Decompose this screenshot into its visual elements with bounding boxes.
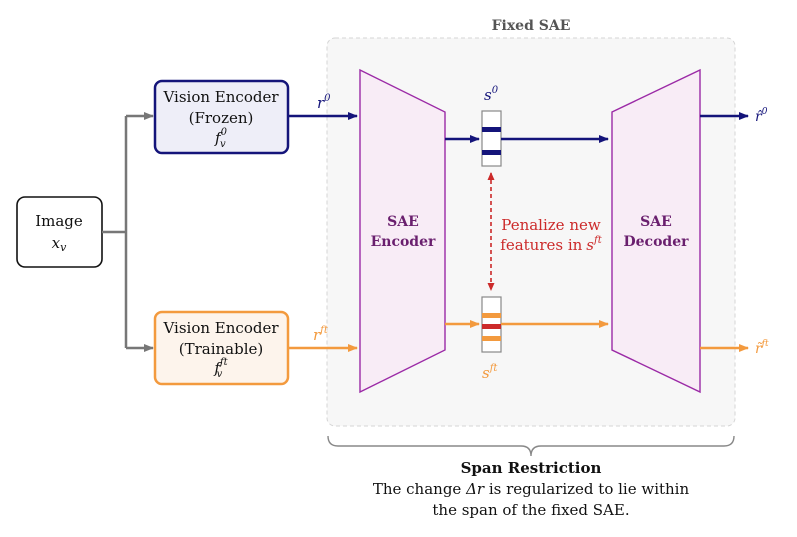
rft-label: rft	[313, 325, 329, 344]
image-box	[16, 196, 103, 268]
s0-active-feature	[482, 127, 501, 132]
span-title: Span Restriction	[461, 459, 602, 477]
trainable-encoder-line2: (Trainable)	[179, 340, 264, 358]
s0-label: s0	[484, 85, 499, 104]
sft-active-feature	[482, 313, 501, 318]
sae-encoder-shape	[359, 68, 446, 394]
s0-active-feature	[482, 150, 501, 155]
input-fork	[102, 112, 154, 352]
sft-active-feature	[482, 336, 501, 341]
sae-decoder-line1: SAE	[640, 214, 672, 230]
sae-encoder-line1: SAE	[387, 214, 419, 230]
frozen-encoder-line2: (Frozen)	[189, 109, 254, 127]
span-description-line1: The change Δr is regularized to lie with…	[373, 480, 690, 498]
sae-decoder-shape	[611, 68, 701, 394]
sft-new-feature	[482, 324, 501, 329]
image-symbol: xv	[52, 234, 67, 254]
r0-hat-label: r̂0	[755, 107, 768, 125]
sae-decoder-line2: Decoder	[624, 234, 690, 250]
trainable-encoder-line1: Vision Encoder	[162, 319, 279, 337]
span-description-line2: the span of the fixed SAE.	[432, 501, 629, 519]
r0-label: r0	[317, 93, 331, 112]
sae-encoder-line2: Encoder	[371, 234, 436, 250]
span-brace	[327, 435, 735, 457]
s0-vector	[481, 110, 502, 167]
rft-hat-label: r̃ft	[755, 339, 769, 357]
fixed-sae-label: Fixed SAE	[492, 18, 571, 34]
frozen-encoder-line1: Vision Encoder	[162, 88, 279, 106]
image-label: Image	[35, 212, 83, 230]
penalize-line1: Penalize new	[501, 216, 601, 234]
sft-label: sft	[482, 363, 498, 382]
